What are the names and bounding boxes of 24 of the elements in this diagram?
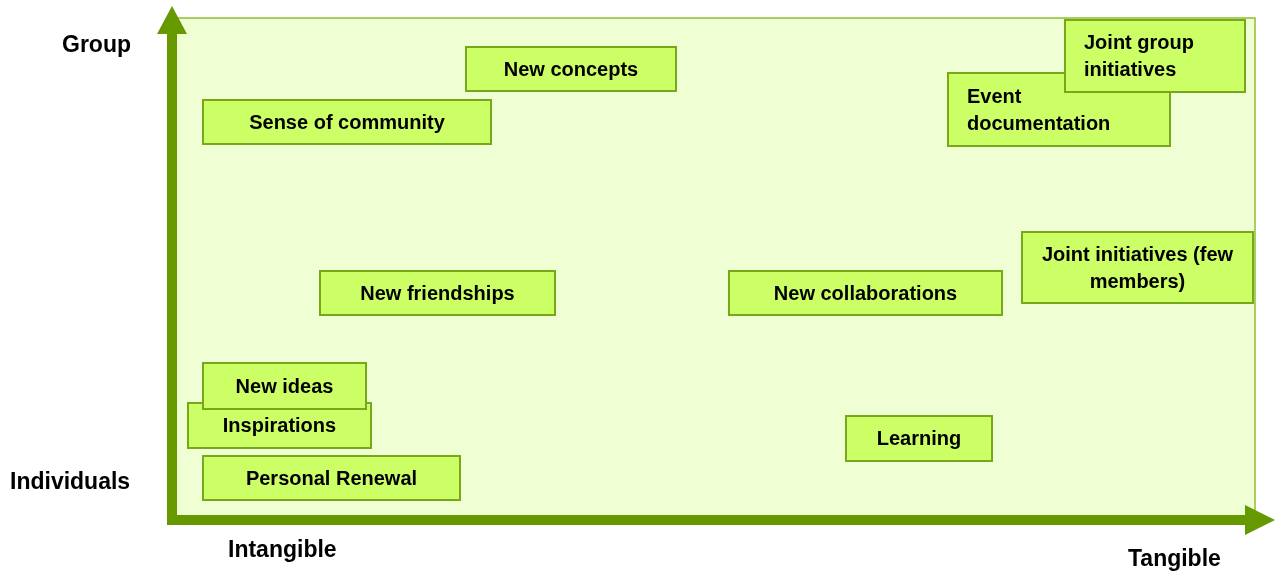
label-box — [845, 415, 993, 462]
box-text: Personal Renewal — [245, 465, 418, 491]
label-box — [1021, 231, 1254, 304]
box-text: Joint group initiatives — [1084, 30, 1195, 82]
box-text: New collaborations — [773, 280, 958, 306]
axis-label: Tangible — [1128, 545, 1221, 572]
box-text: Inspirations — [222, 413, 337, 438]
label-box — [319, 270, 556, 316]
box-text: Learning — [876, 426, 962, 451]
label-box — [465, 46, 677, 92]
axis-label: Intangible — [228, 536, 337, 563]
axis-label: Individuals — [10, 468, 131, 495]
box-text: New concepts — [503, 56, 639, 82]
label-box — [202, 455, 461, 501]
box-text: Sense of community — [249, 109, 445, 135]
label-box — [202, 362, 367, 410]
box-text: Joint initiatives (few members) — [1040, 241, 1235, 294]
box-text: Event documentation — [967, 83, 1112, 136]
label-box — [1064, 19, 1246, 93]
box-text: New friendships — [360, 280, 515, 306]
label-box — [202, 99, 492, 145]
axis-label: Group — [62, 31, 131, 58]
box-text: New ideas — [235, 373, 334, 399]
label-box — [728, 270, 1003, 316]
